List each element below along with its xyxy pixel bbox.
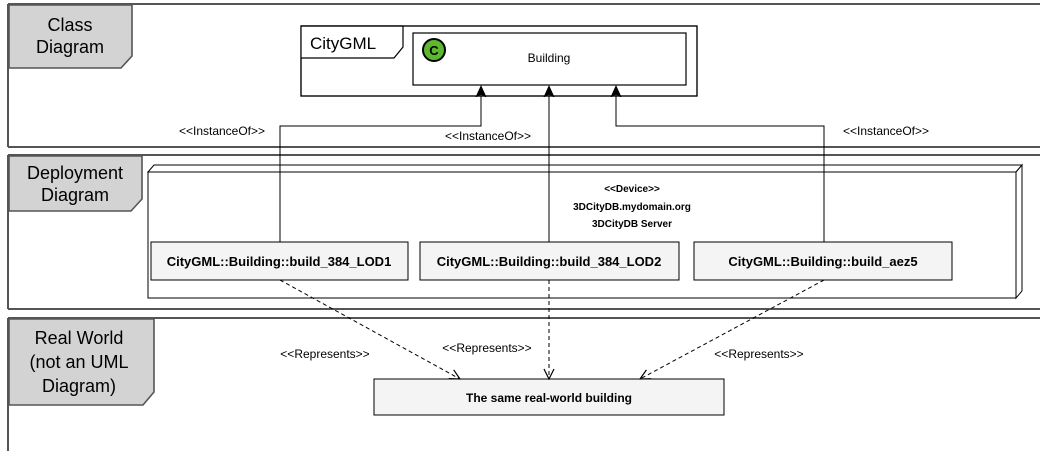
class-tab-line2: Diagram — [36, 37, 104, 57]
class-icon — [422, 38, 446, 62]
class-diagram-tab: Class Diagram — [8, 4, 133, 69]
lane-deployment — [7, 154, 1040, 310]
instance-aez5[interactable]: CityGML::Building::build_aez5 — [693, 241, 953, 281]
instanceof-aez5-connector — [616, 86, 825, 242]
device-host: 3DCityDB.mydomain.org — [573, 202, 691, 213]
represents-lod1-connector — [279, 279, 460, 379]
real-world-building[interactable]: The same real-world building — [373, 378, 725, 416]
represents-label-2: <<Represents>> — [442, 341, 531, 355]
real-world-building-label: The same real-world building — [466, 391, 632, 405]
class-name: Building — [528, 51, 571, 65]
device-stereotype: <<Device>> — [604, 184, 660, 195]
lane-class — [7, 3, 1040, 148]
class-tab-line1: Class — [47, 15, 92, 35]
instance-lod1[interactable]: CityGML::Building::build_384_LOD1 — [150, 241, 409, 281]
building-class[interactable]: C Building — [412, 32, 687, 86]
instance-aez5-label: CityGML::Building::build_aez5 — [728, 254, 917, 269]
device-name: 3DCityDB Server — [592, 219, 672, 230]
class-icon-letter: C — [429, 43, 439, 58]
realworld-tab-line3: Diagram) — [42, 376, 116, 396]
realworld-tab: Real World (not an UML Diagram) — [8, 318, 155, 406]
realworld-tab-line2: (not an UML — [29, 352, 128, 372]
deployment-tab-line2: Diagram — [41, 185, 109, 205]
instanceof-label-3: <<InstanceOf>> — [843, 124, 929, 138]
instanceof-label-1: <<InstanceOf>> — [179, 124, 265, 138]
package-name: CityGML — [310, 34, 376, 53]
represents-label-1: <<Represents>> — [280, 347, 369, 361]
realworld-tab-line1: Real World — [35, 328, 124, 348]
instance-lod1-label: CityGML::Building::build_384_LOD1 — [167, 254, 392, 269]
instance-lod2-label: CityGML::Building::build_384_LOD2 — [437, 254, 662, 269]
instanceof-lod1-connector — [279, 86, 481, 242]
deployment-diagram-tab: Deployment Diagram — [8, 155, 143, 212]
instance-lod2[interactable]: CityGML::Building::build_384_LOD2 — [419, 241, 680, 281]
deployment-tab-line1: Deployment — [27, 163, 123, 183]
represents-label-3: <<Represents>> — [714, 347, 803, 361]
instanceof-label-2: <<InstanceOf>> — [445, 129, 531, 143]
lane-realworld — [7, 317, 1040, 451]
